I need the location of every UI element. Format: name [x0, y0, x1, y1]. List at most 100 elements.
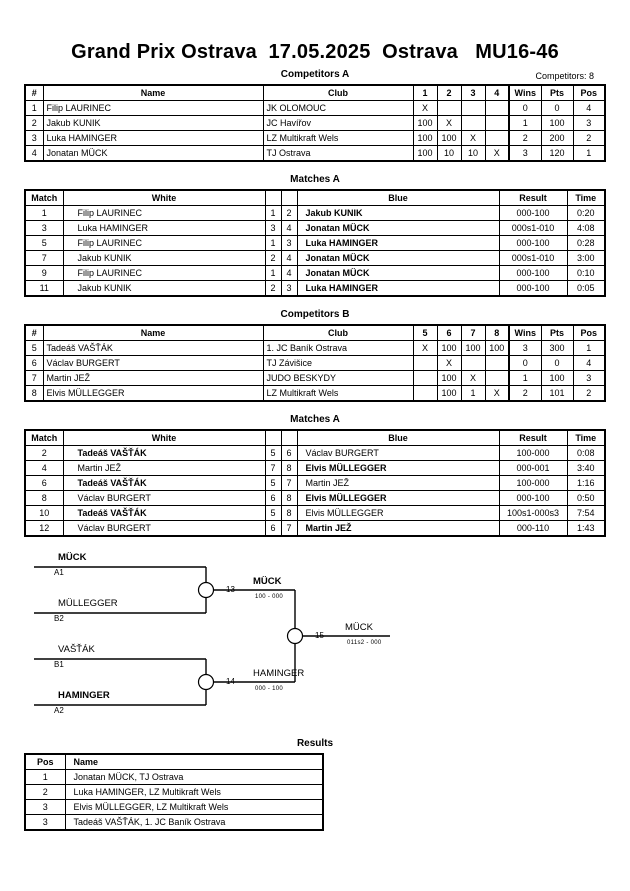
table-row: 7 Jakub KUNIK 2 4 Jonatan MÜCK 000s1-010… [24, 250, 606, 266]
knockout-bracket: MÜCK A1 MÜLLEGGER B2 VAŠŤÁK B1 HAMINGER … [0, 551, 630, 726]
table-header-row: # Name Club 1 2 3 4 Wins Pts Pos [24, 84, 606, 101]
cell-pos: 2 [572, 130, 606, 146]
cell-score-2: 100 [436, 130, 462, 146]
cell-club: JK OLOMOUC [262, 100, 414, 116]
bracket-lines [34, 566, 390, 706]
cell-score-4 [484, 370, 510, 386]
cell-score-4 [484, 100, 510, 116]
table-row: 4 Jonatan MÜCK TJ Ostrava 100 10 10 X 3 … [24, 145, 606, 162]
header-club: Club [262, 84, 414, 101]
cell-blue-num: 8 [280, 460, 298, 476]
cell-match: 4 [24, 460, 64, 476]
cell-white-name: Jakub KUNIK [62, 250, 266, 266]
cell-name: Tadeáš VAŠŤÁK, 1. JC Baník Ostrava [64, 814, 324, 831]
cell-blue-num: 7 [280, 475, 298, 491]
cell-result: 000s1-010 [498, 220, 568, 236]
table-row: 1 Filip LAURINEC JK OLOMOUC X 0 0 4 [24, 100, 606, 116]
matches-b-section: Match White Blue Result Time 2 Tadeáš VA… [0, 429, 630, 537]
header-pos: Pos [572, 324, 606, 341]
cell-score-3: X [460, 130, 486, 146]
cell-pts: 100 [540, 370, 574, 386]
cell-score-3 [460, 115, 486, 131]
cell-name: Jakub KUNIK [42, 115, 264, 131]
header-result: Result [498, 429, 568, 446]
cell-club: JC Havířov [262, 115, 414, 131]
cell-club: LZ Multikraft Wels [262, 385, 414, 402]
bracket-entry-name-3: VAŠŤÁK [58, 644, 95, 655]
cell-white-num: 5 [264, 475, 282, 491]
cell-pos: 2 [572, 385, 606, 402]
cell-match: 12 [24, 520, 64, 537]
cell-result: 000-100 [498, 490, 568, 506]
cell-pts: 300 [540, 340, 574, 356]
cell-match: 9 [24, 265, 64, 281]
cell-time: 3:40 [566, 460, 606, 476]
table-row: 12 Václav BURGERT 6 7 Martin JEŽ 000-110… [24, 520, 606, 537]
cell-white-name: Filip LAURINEC [62, 205, 266, 221]
cell-time: 3:00 [566, 250, 606, 266]
cell-result: 000s1-010 [498, 250, 568, 266]
bracket-entry-name-4: HAMINGER [58, 690, 110, 701]
cell-result: 000-100 [498, 265, 568, 281]
header-cell-6: 6 [436, 324, 462, 341]
cell-score-4: 100 [484, 340, 510, 356]
cell-num: 2 [24, 115, 44, 131]
table-row: 2 Luka HAMINGER, LZ Multikraft Wels [24, 784, 324, 800]
header-match: Match [24, 429, 64, 446]
header-blue-num [280, 429, 298, 446]
cell-pos: 1 [572, 340, 606, 356]
bracket-sf2-score: 000 - 100 [255, 686, 284, 692]
cell-time: 0:50 [566, 490, 606, 506]
matches-a-section: Match White Blue Result Time 1 Filip LAU… [0, 189, 630, 297]
cell-match: 6 [24, 475, 64, 491]
header-pts: Pts [540, 324, 574, 341]
table-row: 8 Václav BURGERT 6 8 Elvis MÜLLEGGER 000… [24, 490, 606, 506]
header-wins: Wins [508, 84, 542, 101]
table-row: 10 Tadeáš VAŠŤÁK 5 8 Elvis MÜLLEGGER 100… [24, 505, 606, 521]
cell-white-num: 3 [264, 220, 282, 236]
cell-white-name: Filip LAURINEC [62, 265, 266, 281]
header-num: # [24, 324, 44, 341]
cell-match: 2 [24, 445, 64, 461]
header-time: Time [566, 189, 606, 206]
cell-score-1 [412, 370, 438, 386]
header-cell-8: 8 [484, 324, 510, 341]
cell-white-num: 1 [264, 265, 282, 281]
cell-white-num: 6 [264, 490, 282, 506]
bracket-match-number-13: 13 [226, 585, 235, 594]
matches-b-caption: Matches A [290, 414, 340, 425]
bracket-entry-name-1: MÜCK [58, 552, 87, 563]
cell-num: 5 [24, 340, 44, 356]
cell-club: LZ Multikraft Wels [262, 130, 414, 146]
cell-score-1: X [412, 340, 438, 356]
cell-white-num: 1 [264, 235, 282, 251]
cell-blue-num: 3 [280, 280, 298, 297]
cell-score-1: X [412, 100, 438, 116]
cell-blue-num: 4 [280, 250, 298, 266]
cell-score-1: 100 [412, 130, 438, 146]
cell-score-2: X [436, 115, 462, 131]
cell-blue-name: Luka HAMINGER [296, 235, 500, 251]
cell-white-num: 6 [264, 520, 282, 537]
cell-pts: 100 [540, 115, 574, 131]
table-row: 11 Jakub KUNIK 2 3 Luka HAMINGER 000-100… [24, 280, 606, 297]
cell-blue-name: Jonatan MÜCK [296, 265, 500, 281]
cell-blue-num: 7 [280, 520, 298, 537]
cell-score-4 [484, 130, 510, 146]
header-name: Name [64, 753, 324, 770]
cell-time: 7:54 [566, 505, 606, 521]
cell-time: 0:10 [566, 265, 606, 281]
results-table: Pos Name 1 Jonatan MÜCK, TJ Ostrava 2 Lu… [24, 753, 324, 831]
cell-pts: 101 [540, 385, 574, 402]
bracket-entry-seed-1: A1 [54, 568, 64, 577]
bracket-match-number-14: 14 [226, 677, 235, 686]
bracket-final-winner: MÜCK [345, 622, 373, 633]
bracket-entry-seed-3: B1 [54, 660, 64, 669]
cell-match: 10 [24, 505, 64, 521]
cell-pts: 200 [540, 130, 574, 146]
table-row: 3 Luka HAMINGER 3 4 Jonatan MÜCK 000s1-0… [24, 220, 606, 236]
header-cell-5: 5 [412, 324, 438, 341]
header-cell-3: 3 [460, 84, 486, 101]
table-row: 9 Filip LAURINEC 1 4 Jonatan MÜCK 000-10… [24, 265, 606, 281]
cell-score-4 [484, 355, 510, 371]
